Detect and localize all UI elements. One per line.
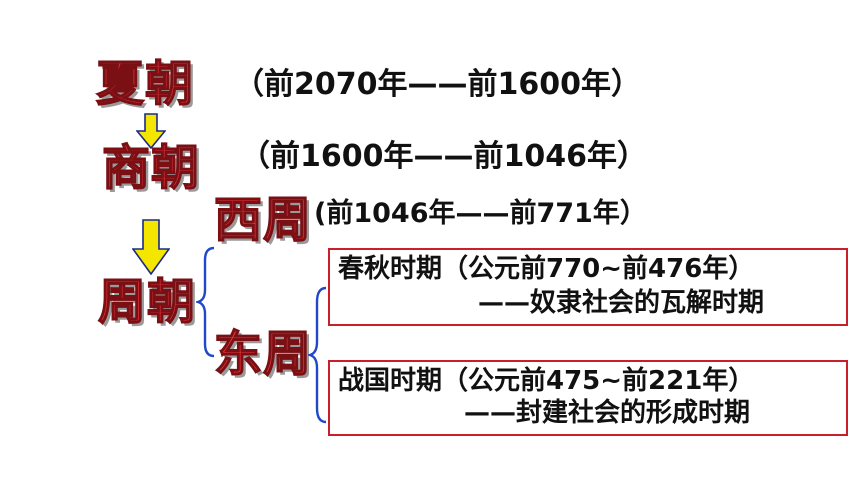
dynasty-shang: 商朝 xyxy=(101,140,201,196)
warring-states-box: 战国时期（公元前475~前221年） ——封建社会的形成时期 xyxy=(328,360,848,436)
dynasty-east-zhou: 东周 xyxy=(213,326,313,382)
spring-autumn-box: 春秋时期（公元前770~前476年） ——奴隶社会的瓦解时期 xyxy=(328,248,848,326)
dynasty-zhou: 周朝 xyxy=(97,274,197,330)
warring-states-period: 战国时期（公元前475~前221年） xyxy=(338,366,755,396)
dynasty-xia: 夏朝 xyxy=(95,56,195,112)
brace-zhou xyxy=(196,246,215,358)
shang-dates: （前1600年——前1046年） xyxy=(240,139,647,174)
spring-autumn-period: 春秋时期（公元前770~前476年） xyxy=(338,254,755,284)
warring-states-description: ——封建社会的形成时期 xyxy=(464,398,751,428)
spring-autumn-description: ——奴隶社会的瓦解时期 xyxy=(478,288,765,318)
brace-east-zhou xyxy=(308,286,327,424)
west-zhou-dates: (前1046年——前771年） xyxy=(314,198,647,229)
down-arrow-icon xyxy=(136,113,166,149)
down-arrow-icon xyxy=(132,219,170,275)
dynasty-west-zhou: 西周 xyxy=(213,192,313,248)
xia-dates: （前2070年——前1600年） xyxy=(234,67,641,102)
